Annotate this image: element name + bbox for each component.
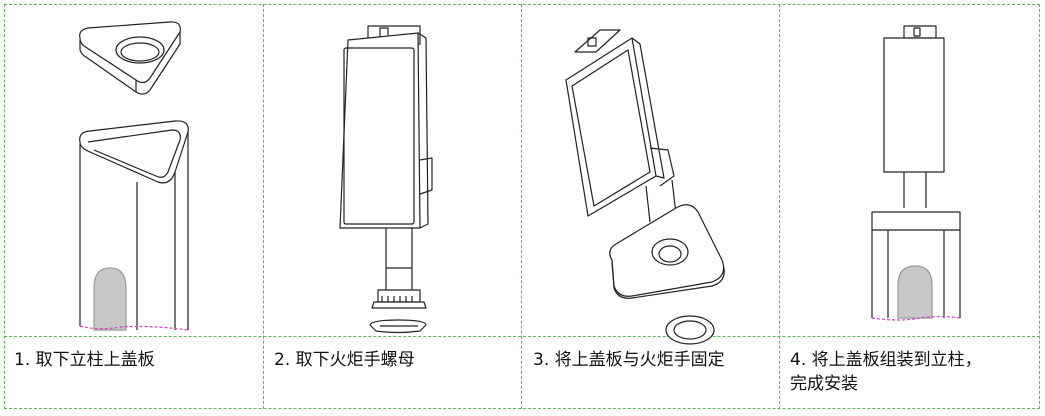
caption-separator xyxy=(4,336,1040,337)
step2-caption: 2. 取下火炬手螺母 xyxy=(274,350,415,370)
step4-post xyxy=(871,211,961,321)
step3-torch xyxy=(565,29,677,223)
panel-divider-2 xyxy=(521,4,522,409)
step1-post xyxy=(79,120,189,331)
step4-caption: 4. 将上盖板组装到立柱， 完成安装 xyxy=(790,348,982,396)
step3-caption: 3. 将上盖板与火炬手固定 xyxy=(533,350,725,370)
step3-nut xyxy=(665,315,715,345)
step1-cover-plate xyxy=(79,21,181,95)
step4-caption-line1: 4. 将上盖板组装到立柱， xyxy=(790,350,982,370)
step1-caption: 1. 取下立柱上盖板 xyxy=(14,350,155,370)
step4-caption-line2: 完成安装 xyxy=(790,374,858,394)
step2-torch xyxy=(339,25,433,309)
step3-cover-plate xyxy=(609,204,725,299)
panel-divider-3 xyxy=(779,4,780,409)
step4-torch xyxy=(883,25,945,208)
panel-divider-1 xyxy=(263,4,264,409)
step2-nut xyxy=(369,319,427,334)
outer-frame xyxy=(4,4,1040,409)
